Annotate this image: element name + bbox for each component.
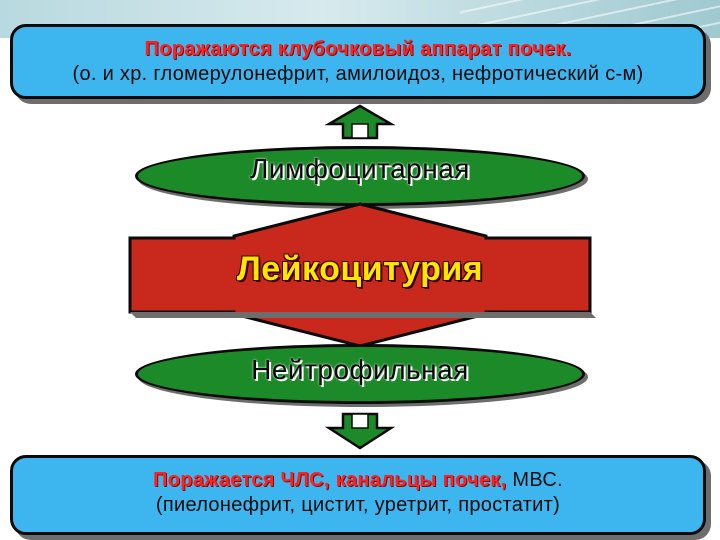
- top-info-box: Поражаются клубочковый аппарат почек. (о…: [10, 24, 706, 99]
- upper-ellipse-label: Лимфоцитарная: [250, 153, 470, 184]
- bottom-box-detail: (пиелонефрит, цистит, уретрит, простатит…: [155, 494, 561, 516]
- lower-ellipse: [135, 344, 585, 404]
- double-arrow-shape: [128, 202, 596, 348]
- bottom-box-title-suffix: МВС.: [506, 469, 563, 491]
- down-arrow-icon: [325, 412, 395, 450]
- up-arrow-icon: [325, 104, 395, 140]
- top-box-title: Поражаются клубочковый аппарат почек.: [144, 38, 572, 60]
- center-label: Лейкоцитурия: [236, 250, 484, 288]
- bottom-box-title: Поражается ЧЛС, канальцы почек, МВС.: [13, 468, 703, 492]
- top-box-detail: (о. и хр. гломерулонефрит, амилоидоз, не…: [72, 63, 644, 85]
- lower-ellipse-label: Нейтрофильная: [251, 354, 469, 385]
- bottom-info-box: Поражается ЧЛС, канальцы почек, МВС. (пи…: [10, 455, 706, 535]
- bottom-box-title-main: Поражается ЧЛС, канальцы почек,: [153, 469, 507, 491]
